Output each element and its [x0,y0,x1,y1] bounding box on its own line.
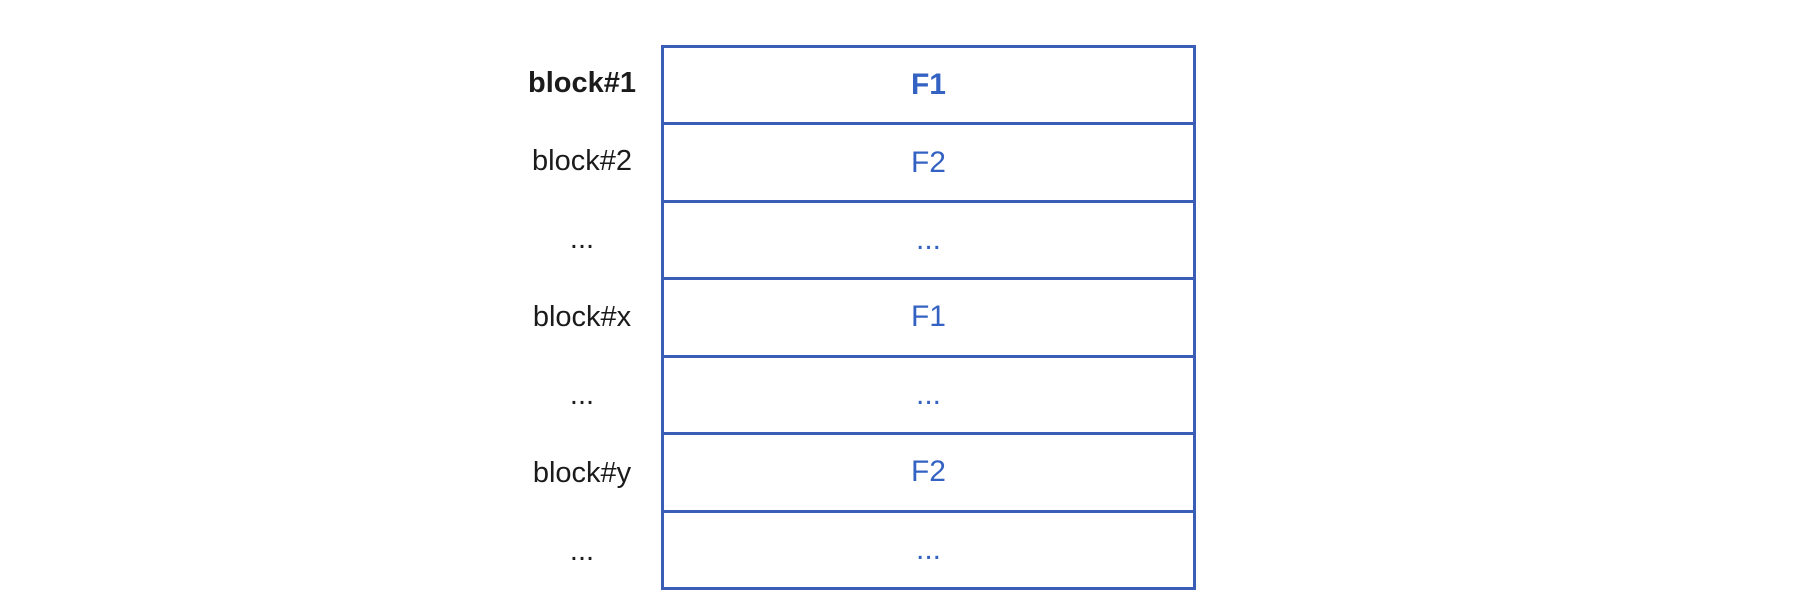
block-cell: F2 [664,122,1193,199]
block-cell: ... [664,199,1193,277]
block-label: block#1 [528,67,636,100]
block-label: block#2 [532,145,632,178]
block-cell: F2 [664,432,1193,509]
block-cell: F1 [664,277,1193,354]
block-label: ... [569,223,595,256]
block-cell: F1 [910,68,946,102]
block-label: block#y [532,456,632,489]
block-label: ... [569,378,595,411]
block-cell: ... [664,354,1193,432]
block-label-column: block#1 block#2... block#x... block#y... [503,45,661,590]
block-label: block#x [532,301,632,333]
block-label: ... [569,534,595,567]
block-cell: ... [664,509,1193,587]
